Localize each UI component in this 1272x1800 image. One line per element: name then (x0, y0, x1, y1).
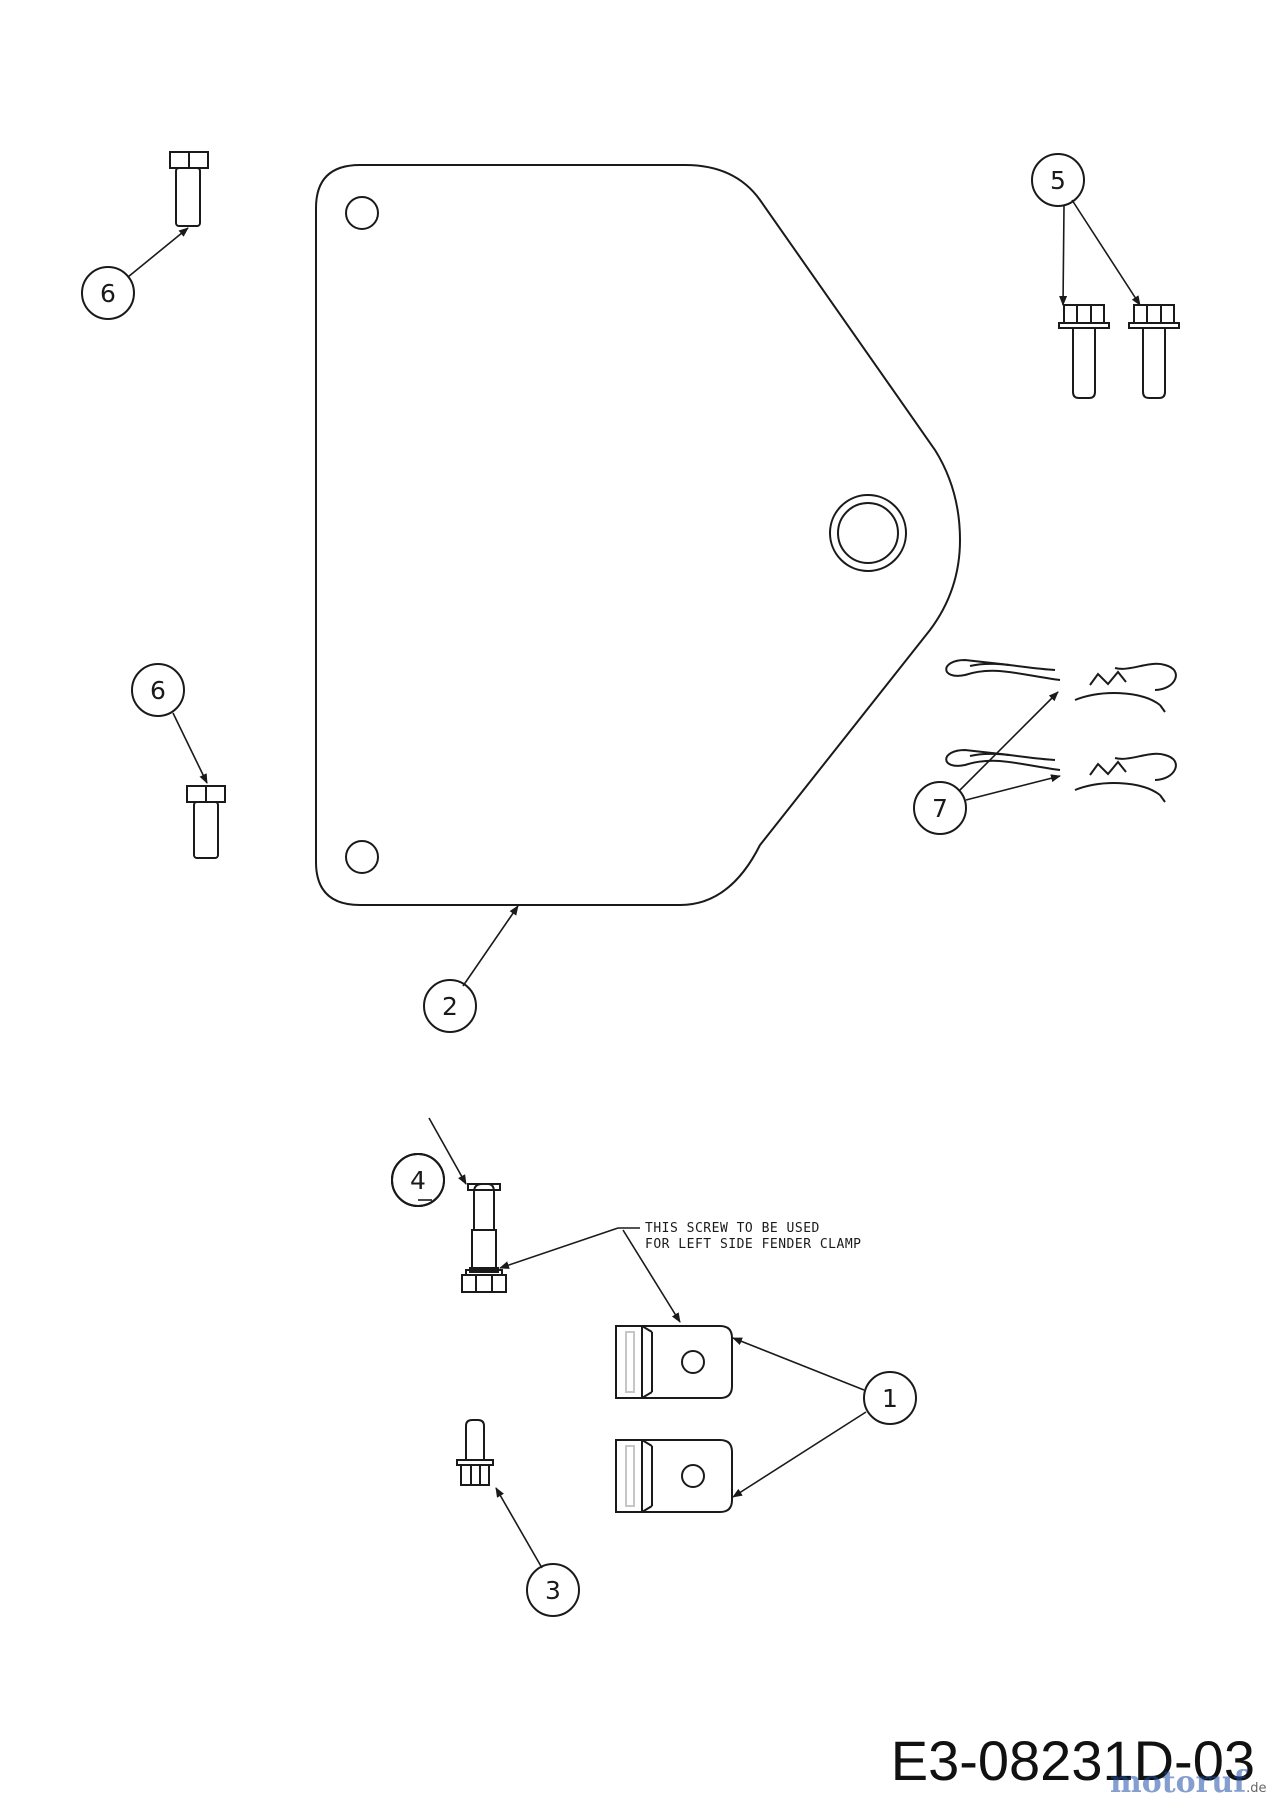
callout-6b: 6 (131, 663, 208, 784)
plate-hole-bottom (345, 840, 379, 874)
small-screw-3 (456, 1419, 494, 1486)
hex-bolt-6b (186, 785, 226, 859)
flange-bolt-5b (1128, 304, 1180, 399)
note-line-1: THIS SCREW TO BE USED (645, 1221, 820, 1236)
watermark-suffix: .de (1246, 1781, 1266, 1796)
callout-3-label: 3 (545, 1576, 561, 1605)
note-line-2: FOR LEFT SIDE FENDER CLAMP (645, 1237, 862, 1252)
callout-6a: 6 (81, 227, 189, 320)
callout-5: 5 (1031, 153, 1141, 306)
hairpin-clip-7a (945, 658, 1177, 713)
mounting-plate (315, 164, 962, 906)
callout-7: 7 (913, 691, 1061, 835)
callout-3: 3 (495, 1487, 580, 1617)
plate-bushing-outer (829, 494, 907, 572)
callout-2-label: 2 (442, 992, 458, 1021)
callout-7-label: 7 (932, 794, 948, 823)
fender-screw-4-clean (440, 1160, 520, 1310)
callout-2: 2 (423, 905, 519, 1033)
watermark-text: motoruf (1110, 1765, 1248, 1800)
drawing-code: E3-08231D-03 (891, 1729, 1255, 1792)
flange-bolt-5a (1058, 304, 1110, 399)
callout-1: 1 (732, 1337, 917, 1498)
watermark-logo: motoruf.de (1110, 1765, 1267, 1800)
plate-bushing-inner (837, 502, 899, 564)
hex-bolt-6a (169, 151, 209, 227)
callout-1-label: 1 (882, 1384, 898, 1413)
callout-5-label: 5 (1050, 166, 1066, 195)
hairpin-clip-7b (945, 748, 1177, 803)
callout-6a-label: 6 (100, 279, 116, 308)
note-leader: THIS SCREW TO BE USED FOR LEFT SIDE FEND… (499, 1221, 862, 1323)
plate-hole-top (345, 196, 379, 230)
fender-clamp-1b (615, 1439, 733, 1513)
callout-6b-label: 6 (150, 676, 166, 705)
fender-clamp-1a (615, 1325, 733, 1399)
